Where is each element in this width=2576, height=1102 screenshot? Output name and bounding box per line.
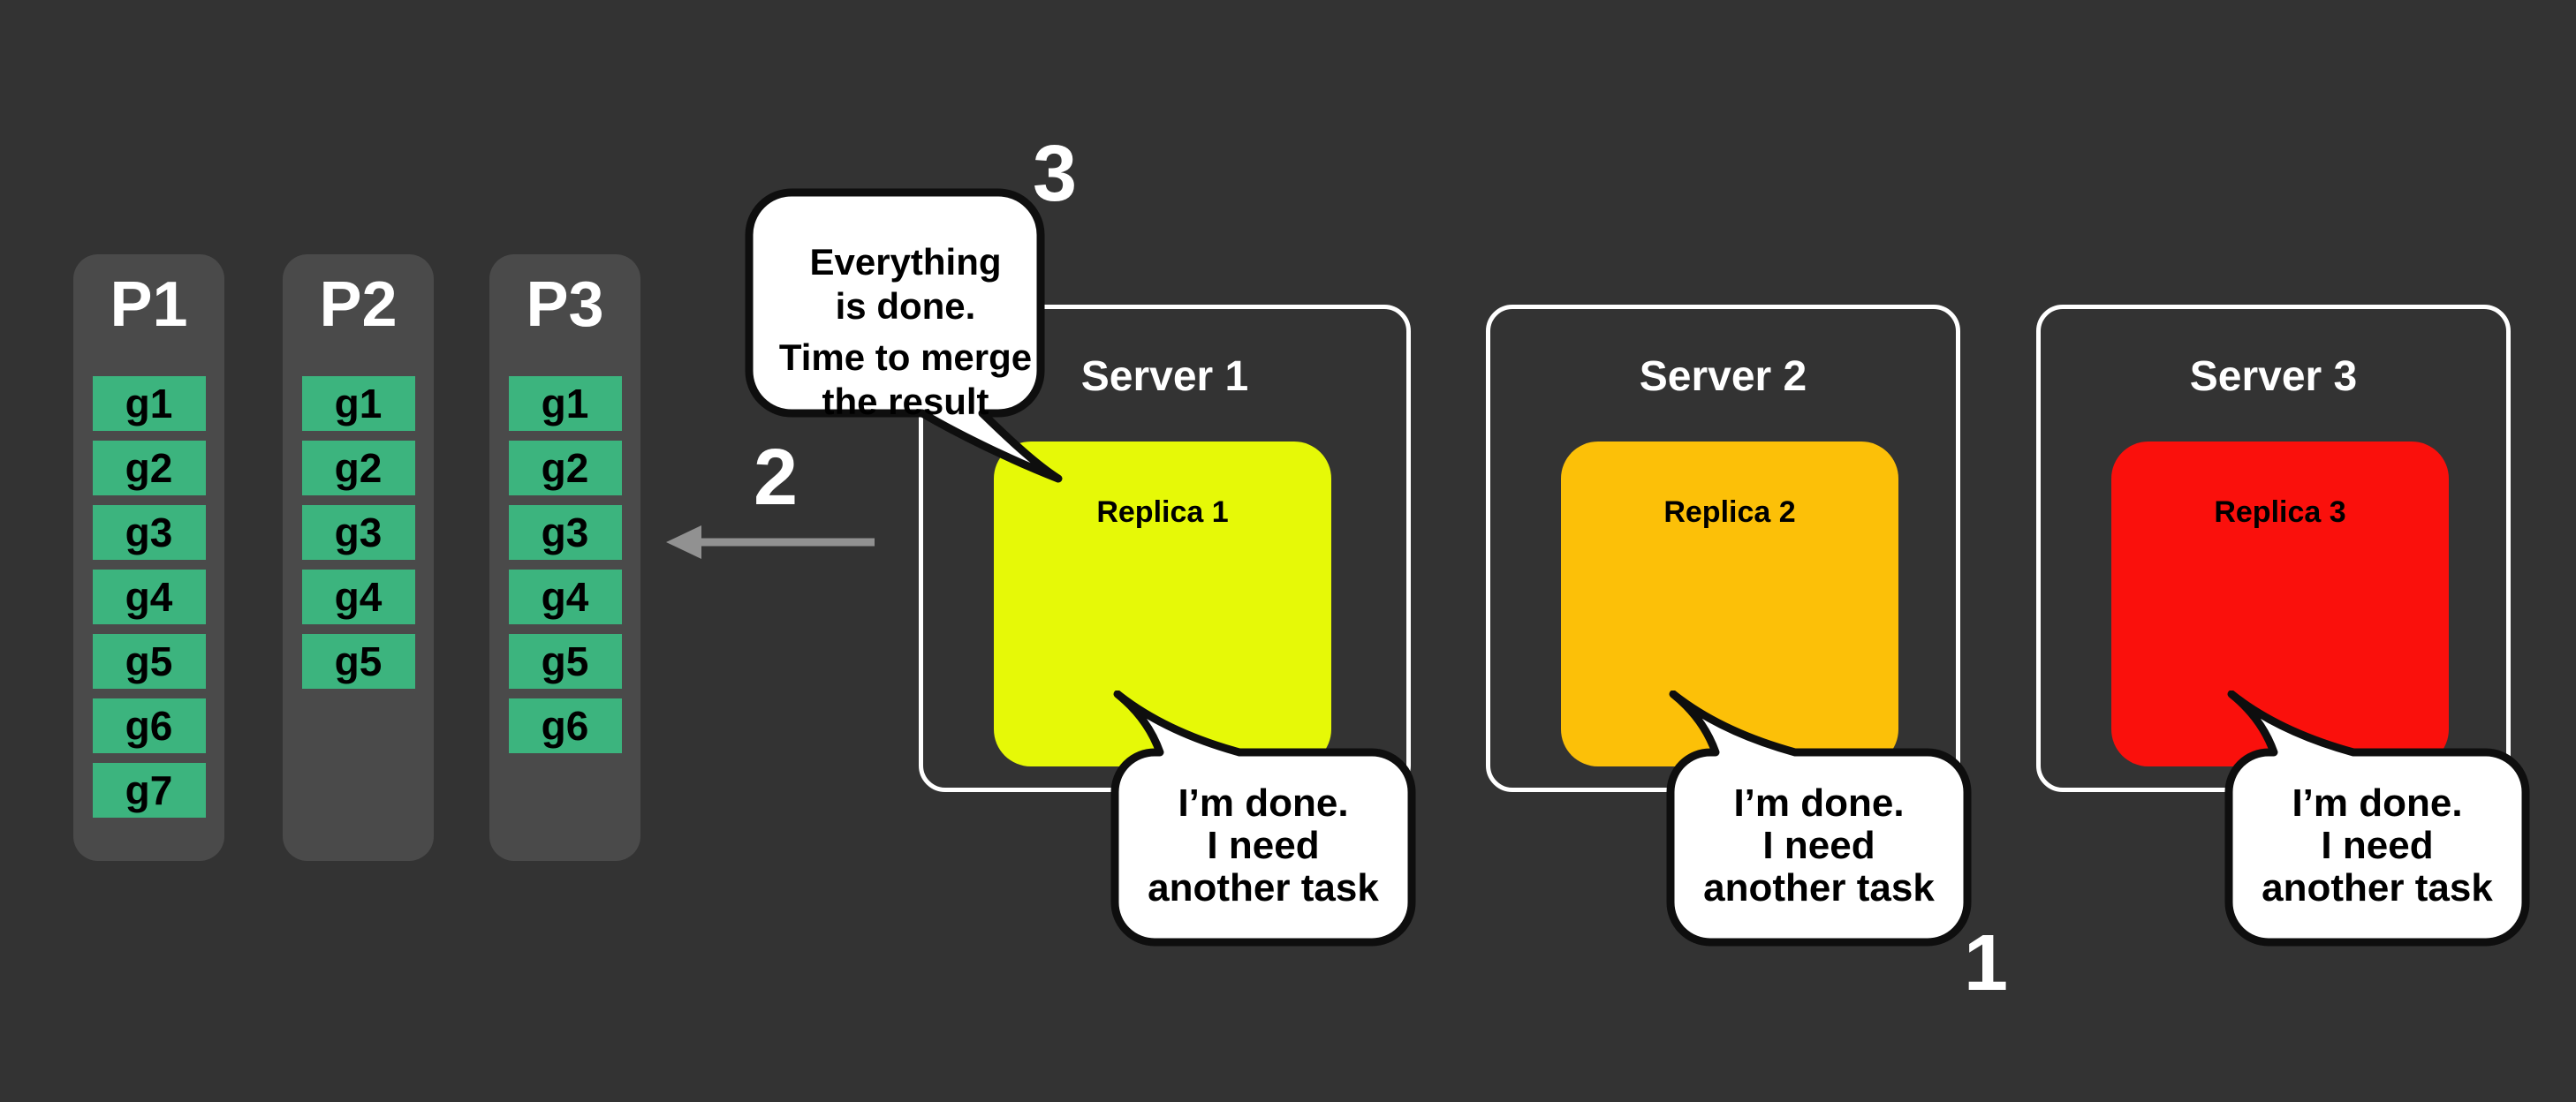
done-bubble-text: I’m done. I need another task [1664,782,1974,910]
group-item: g6 [508,698,622,753]
group-item: g1 [508,376,622,431]
group-item: g3 [92,505,206,560]
merge-speech-bubble: Everything is done. Time to merge the re… [742,185,1069,490]
arrow-left-icon [666,525,875,559]
partition-label: P3 [526,269,604,340]
bubble-line: I’m done. [2292,781,2463,825]
bubble-line: Time to merge [778,336,1033,378]
bubble-line: is done. [835,285,976,327]
partition-column-p1: P1 g1 g2 g3 g4 g5 g6 g7 [73,254,224,861]
done-speech-bubble-3: I’m done. I need another task [2223,691,2532,947]
replica-label: Replica 3 [2214,495,2346,529]
step-label-3: 3 [1032,130,1078,218]
group-list: g1 g2 g3 g4 g5 g6 g7 [73,376,224,818]
bubble-line: I’m done. [1178,781,1349,825]
group-item: g3 [508,505,622,560]
group-list: g1 g2 g3 g4 g5 g6 [489,376,640,753]
group-item: g2 [508,441,622,495]
bubble-line: I need [1207,824,1320,867]
replica-label: Replica 1 [1096,495,1229,529]
done-bubble-text: I’m done. I need another task [1109,782,1418,910]
group-list: g1 g2 g3 g4 g5 [283,376,434,689]
speech-bubble-shape [1666,691,1972,947]
group-item: g2 [301,441,415,495]
group-item: g4 [92,570,206,624]
bubble-line: I need [1762,824,1875,867]
group-item: g1 [301,376,415,431]
bubble-line: another task [1148,866,1379,910]
bubble-line: Everything [809,241,1002,283]
replica-box-3: Replica 3 [2111,442,2449,766]
replica-box-2: Replica 2 [1561,442,1898,766]
step-label-2: 2 [753,434,799,522]
server-box-3: Server 3 Replica 3 [2036,305,2511,792]
done-speech-bubble-1: I’m done. I need another task [1109,691,1418,947]
group-item: g1 [92,376,206,431]
partition-label: P1 [110,269,188,340]
bubble-line: another task [1703,866,1935,910]
partition-label: P2 [319,269,398,340]
merge-bubble-text: Everything is done. Time to merge the re… [742,240,1069,424]
group-item: g6 [92,698,206,753]
server-box-1: Server 1 Replica 1 [919,305,1411,792]
partition-column-p2: P2 g1 g2 g3 g4 g5 [283,254,434,861]
group-item: g5 [92,634,206,689]
bubble-line: another task [2262,866,2493,910]
bubble-line: I’m done. [1733,781,1905,825]
server-label: Server 2 [1639,353,1807,400]
group-item: g5 [508,634,622,689]
group-item: g5 [301,634,415,689]
group-item: g4 [508,570,622,624]
speech-bubble-shape [2224,691,2530,947]
group-item: g2 [92,441,206,495]
group-item: g4 [301,570,415,624]
speech-bubble-shape [1110,691,1416,947]
replica-box-1: Replica 1 [994,442,1331,766]
speech-bubble-shape [745,188,1063,483]
bubble-line: the result [822,381,989,422]
server-box-2: Server 2 Replica 2 [1486,305,1960,792]
server-label: Server 1 [1080,353,1249,400]
partition-column-p3: P3 g1 g2 g3 g4 g5 g6 [489,254,640,861]
step-label-1: 1 [1963,919,2009,1008]
group-item: g3 [301,505,415,560]
done-speech-bubble-2: I’m done. I need another task [1664,691,1974,947]
bubble-line: I need [2321,824,2434,867]
group-item: g7 [92,763,206,818]
server-label: Server 3 [2189,353,2358,400]
done-bubble-text: I’m done. I need another task [2223,782,2532,910]
replica-label: Replica 2 [1663,495,1796,529]
